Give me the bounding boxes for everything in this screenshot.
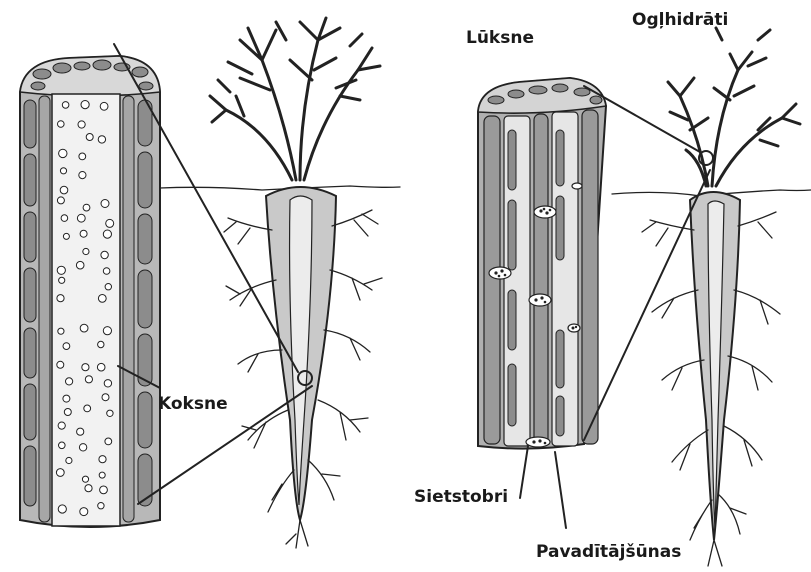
xylem-tissue-block — [20, 56, 160, 527]
vessel-pit — [59, 442, 66, 449]
vessel-pit — [83, 204, 90, 211]
vessel-pit — [107, 410, 113, 416]
vessel-pit — [76, 261, 84, 269]
vessel-pit — [101, 200, 109, 208]
vessel-pit — [66, 378, 73, 385]
vessel-pit — [98, 341, 104, 347]
vessel-pit — [100, 102, 108, 110]
vessel-pit — [85, 376, 92, 383]
vessel-pit — [56, 469, 64, 477]
carrot-right-leaves — [668, 28, 800, 186]
vessel-pit — [63, 395, 70, 402]
vessel-pit — [66, 457, 72, 463]
vessel-pit — [105, 438, 112, 445]
vessel-pit — [101, 251, 108, 258]
vessel-pit — [59, 149, 67, 157]
vessel-pit — [58, 121, 65, 128]
vessel-pit — [60, 186, 68, 194]
vessel-pit — [79, 153, 86, 160]
vessel-pit — [80, 508, 88, 516]
vessel-pit — [102, 394, 109, 401]
vessel-pit — [57, 295, 64, 302]
vessel-pit — [79, 172, 86, 179]
vessel-pit — [57, 361, 64, 368]
vessel-pit — [63, 343, 70, 350]
vessel-pit — [83, 248, 89, 254]
vessel-pit — [77, 214, 85, 222]
vessel-pit — [98, 503, 104, 509]
vessel-pit — [62, 102, 69, 109]
vessel-pit — [79, 444, 86, 451]
vessel-pit — [98, 136, 105, 143]
label-sieve-tubes: Sietstobri — [414, 487, 508, 507]
vessel-pit — [77, 428, 84, 435]
vessel-pit — [100, 486, 108, 494]
vessel-pit — [57, 197, 64, 204]
vessel-pit — [99, 472, 105, 478]
vessel-pit — [78, 121, 85, 128]
label-carbohydrates: Ogļhidrāti — [632, 10, 728, 30]
vessel-pit — [64, 409, 71, 416]
vessel-pit — [63, 233, 69, 239]
vessel-pit — [103, 327, 111, 335]
carrot-left — [160, 18, 400, 548]
label-phloem: Lūksne — [466, 28, 534, 48]
label-xylem: Koksne — [158, 394, 228, 414]
vessel-pit — [103, 268, 110, 275]
vessel-pit — [84, 405, 91, 412]
vessel-pit — [86, 134, 93, 141]
vessel-pit — [80, 324, 88, 332]
vessel-pit — [82, 364, 89, 371]
vessel-pit — [60, 168, 66, 174]
vessel-pit — [58, 328, 64, 334]
vessel-pit — [57, 266, 65, 274]
vessel-pit — [61, 215, 68, 222]
vessel-pit — [58, 422, 65, 429]
carrot-left-leaves — [210, 18, 380, 180]
label-companion-cells: Pavadītājšūnas — [536, 542, 681, 562]
vessel-pit — [99, 456, 106, 463]
phloem-tissue-block — [478, 78, 606, 449]
vessel-pit — [103, 230, 111, 238]
vessel-pit — [81, 101, 89, 109]
vessel-pit — [59, 277, 65, 283]
vessel-pit — [98, 295, 106, 303]
vessel-pit — [82, 476, 88, 482]
vessel-pit — [106, 219, 114, 227]
vessel-pit — [80, 230, 87, 237]
carrot-right — [612, 28, 811, 566]
vessel-pit — [58, 505, 66, 513]
vessel-pit — [85, 485, 92, 492]
vessel-pit — [97, 363, 105, 371]
vessel-pit — [104, 380, 111, 387]
vessel-pit — [105, 284, 111, 290]
